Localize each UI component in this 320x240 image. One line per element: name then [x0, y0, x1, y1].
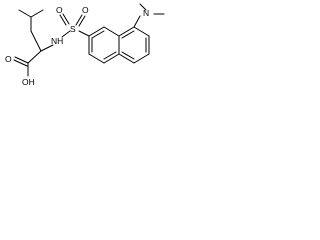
- ring1-bond-6-inner: [91, 30, 105, 39]
- ring1-bond-5: [103, 26, 120, 37]
- bond-alpha-to-nh: [40, 44, 54, 52]
- bond-s-o-right-a: [75, 14, 83, 26]
- atom-label-so-o-left: O: [56, 5, 63, 15]
- bond-carbonyl-double-b: [13, 59, 28, 67]
- atom-label-s: S: [70, 24, 76, 34]
- bond-s-to-ring: [78, 30, 90, 37]
- chemical-structure: OH O NH S O O N: [5, 3, 165, 87]
- bond-n-to-methyl-left: [139, 3, 147, 11]
- ring2-bond-4: [133, 53, 150, 64]
- ring1-bond-6: [88, 26, 105, 37]
- bond-ring-to-n: [133, 15, 141, 28]
- ring2-bond-5: [118, 53, 135, 64]
- ring1-bond-2: [88, 53, 105, 64]
- atom-label-carbonyl-o: O: [5, 54, 12, 64]
- ring1-bond-3: [103, 53, 120, 64]
- ring1-bond-3-inner: [103, 51, 117, 60]
- bond-carbonyl-double-a: [14, 56, 29, 64]
- ring2-bond-1: [118, 26, 135, 37]
- atom-label-n: N: [143, 8, 149, 18]
- bond-nh-to-s: [61, 30, 71, 38]
- ring2-bond-5-inner: [121, 51, 135, 60]
- bond-alpha-to-carboxyl: [27, 50, 42, 64]
- bonds: [13, 3, 165, 77]
- ring2-bond-2: [133, 26, 150, 37]
- atom-label-oh: OH: [22, 77, 35, 87]
- bond-ch2-to-alpha: [30, 30, 42, 52]
- atom-label-so-o-right: O: [82, 5, 89, 15]
- bond-s-o-right-b: [78, 15, 86, 27]
- atom-labels: OH O NH S O O N: [5, 5, 149, 87]
- bond-s-o-left-a: [59, 14, 67, 26]
- bond-s-o-left-b: [62, 13, 70, 25]
- ring2-bond-1-inner: [121, 30, 135, 39]
- bond-ch3-left-to-ch: [18, 9, 32, 18]
- bond-ch3-right-to-ch: [30, 9, 44, 18]
- atom-label-nh: NH: [51, 36, 63, 46]
